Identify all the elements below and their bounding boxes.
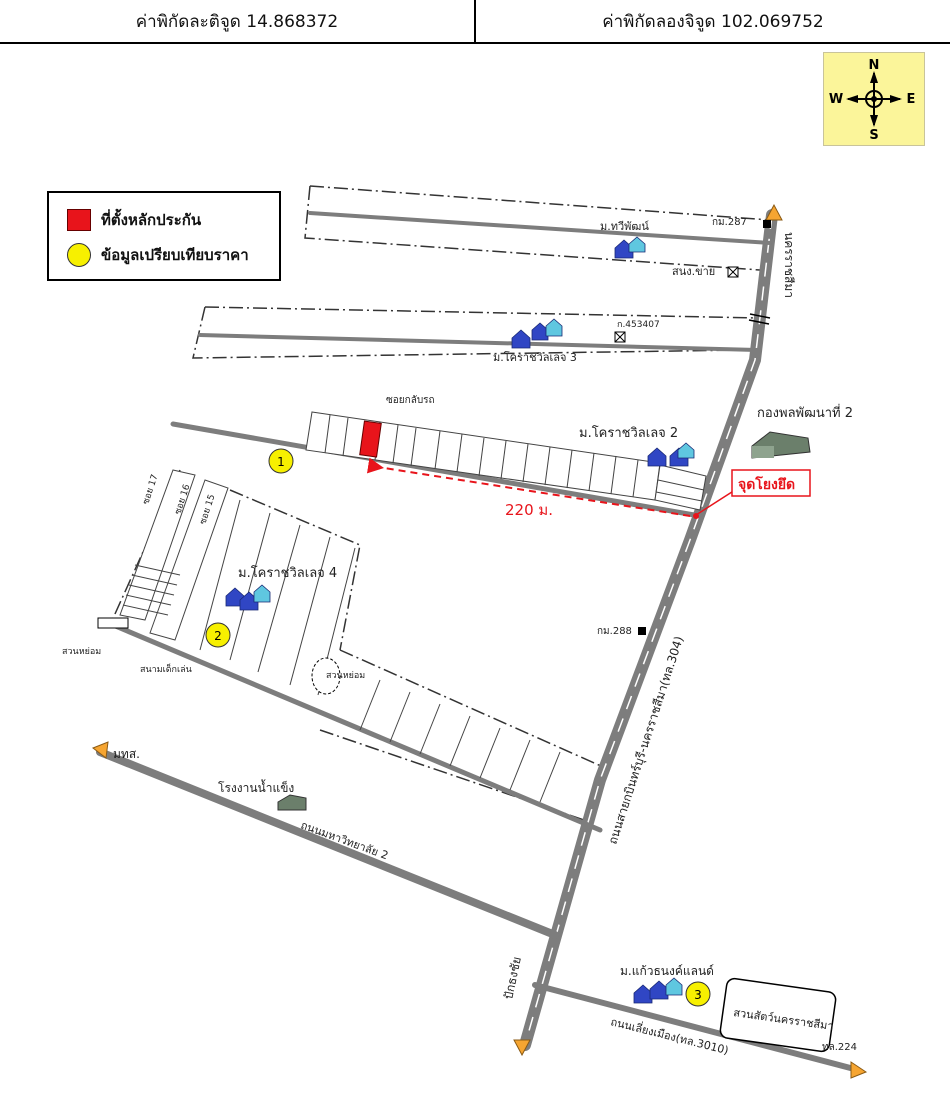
comparable-marker-1: 1 (268, 448, 294, 474)
army-building-icon (751, 431, 811, 459)
compass-s: S (869, 128, 878, 143)
tl224-label: ทล.224 (822, 1042, 857, 1053)
distance-label: 220 ม. (505, 501, 553, 519)
comparable-marker-3: 3 (685, 981, 711, 1007)
road-break-mark (748, 313, 771, 325)
legend-comparable-label: ข้อมูลเปรียบเทียบราคา (101, 246, 249, 264)
legend-comparable: ข้อมูลเปรียบเทียบราคา (67, 243, 249, 267)
house-icons (225, 236, 695, 1004)
army-label: กองพลพัฒนาที่ 2 (757, 404, 853, 421)
highway-304 (519, 209, 778, 1051)
secondary-roads (96, 211, 861, 1073)
soi17-label: ซอย 17 (141, 473, 160, 506)
code-453-label: ก.453407 (617, 320, 660, 330)
ice-factory-label: โรงงานน้ำแข็ง (218, 779, 294, 795)
ice-factory-icon (277, 794, 307, 811)
compass-e: E (907, 92, 916, 107)
latitude-label: ค่าพิกัดละติจูด 14.868372 (135, 11, 339, 32)
park-oval (311, 657, 341, 695)
km-post-icons (614, 220, 771, 635)
guard-box (97, 617, 129, 629)
anchor-leader (695, 489, 736, 516)
park2-label: สวนหย่อม (326, 671, 365, 681)
km288-label: กม.288 (597, 626, 632, 637)
pakthongchai-label: ปักธงชัย (501, 955, 524, 1000)
zoo-area (719, 977, 837, 1053)
village-korat3-label: ม.โคราชวิลเลจ 3 (493, 350, 577, 364)
collateral-swatch (67, 209, 91, 231)
header-divider (474, 0, 476, 42)
compass-w: W (829, 92, 843, 107)
map-legend: ที่ตั้งหลักประกัน ข้อมูลเปรียบเทียบราคา (47, 191, 281, 281)
coordinate-header: ค่าพิกัดละติจูด 14.868372 ค่าพิกัดลองจิจ… (0, 0, 950, 44)
plot-row-south (359, 679, 561, 803)
village-korat2-label: ม.โคราชวิลเลจ 2 (579, 425, 678, 441)
anchor-point (693, 513, 699, 519)
comparable-swatch (67, 243, 91, 267)
anchor-label: จุดโยงยึด (738, 475, 795, 493)
anchor-box (731, 469, 811, 497)
compass-n: N (869, 58, 880, 73)
legend-collateral: ที่ตั้งหลักประกัน (67, 208, 201, 232)
plot-row-main (305, 411, 707, 511)
collateral-plot (359, 420, 382, 458)
village-korat4-label: ม.โคราชวิลเลจ 4 (238, 565, 337, 581)
km287-label: กม.287 (712, 217, 747, 228)
compass-icon: N S E W (829, 58, 916, 143)
road-end-arrows (91, 203, 868, 1079)
legend-collateral-label: ที่ตั้งหลักประกัน (101, 211, 202, 229)
compass-rose: N S E W (823, 52, 925, 146)
village-thawiphat-label: ม.ทวีพัฒน์ (600, 220, 649, 233)
svg-text:3: 3 (694, 988, 702, 1002)
svg-text:2: 2 (214, 629, 222, 643)
village-kaew-label: ม.แก้วธนงค์แลนด์ (620, 964, 714, 978)
svg-text:1: 1 (277, 455, 285, 469)
longitude-label: ค่าพิกัดลองจิจูด 102.069752 (602, 11, 824, 32)
mtl-label: มทส. (113, 747, 140, 761)
distance-line (366, 457, 691, 517)
comparable-marker-2: 2 (205, 622, 231, 648)
park-label: สวนหย่อม (62, 647, 101, 657)
nakhon-north-label: นครราชสีมา (782, 232, 796, 298)
soi-label: ซอยกลับรถ (386, 395, 435, 406)
school-label: สนง.ขาย (672, 265, 715, 278)
field-label: สนามเด็กเล่น (140, 662, 192, 675)
